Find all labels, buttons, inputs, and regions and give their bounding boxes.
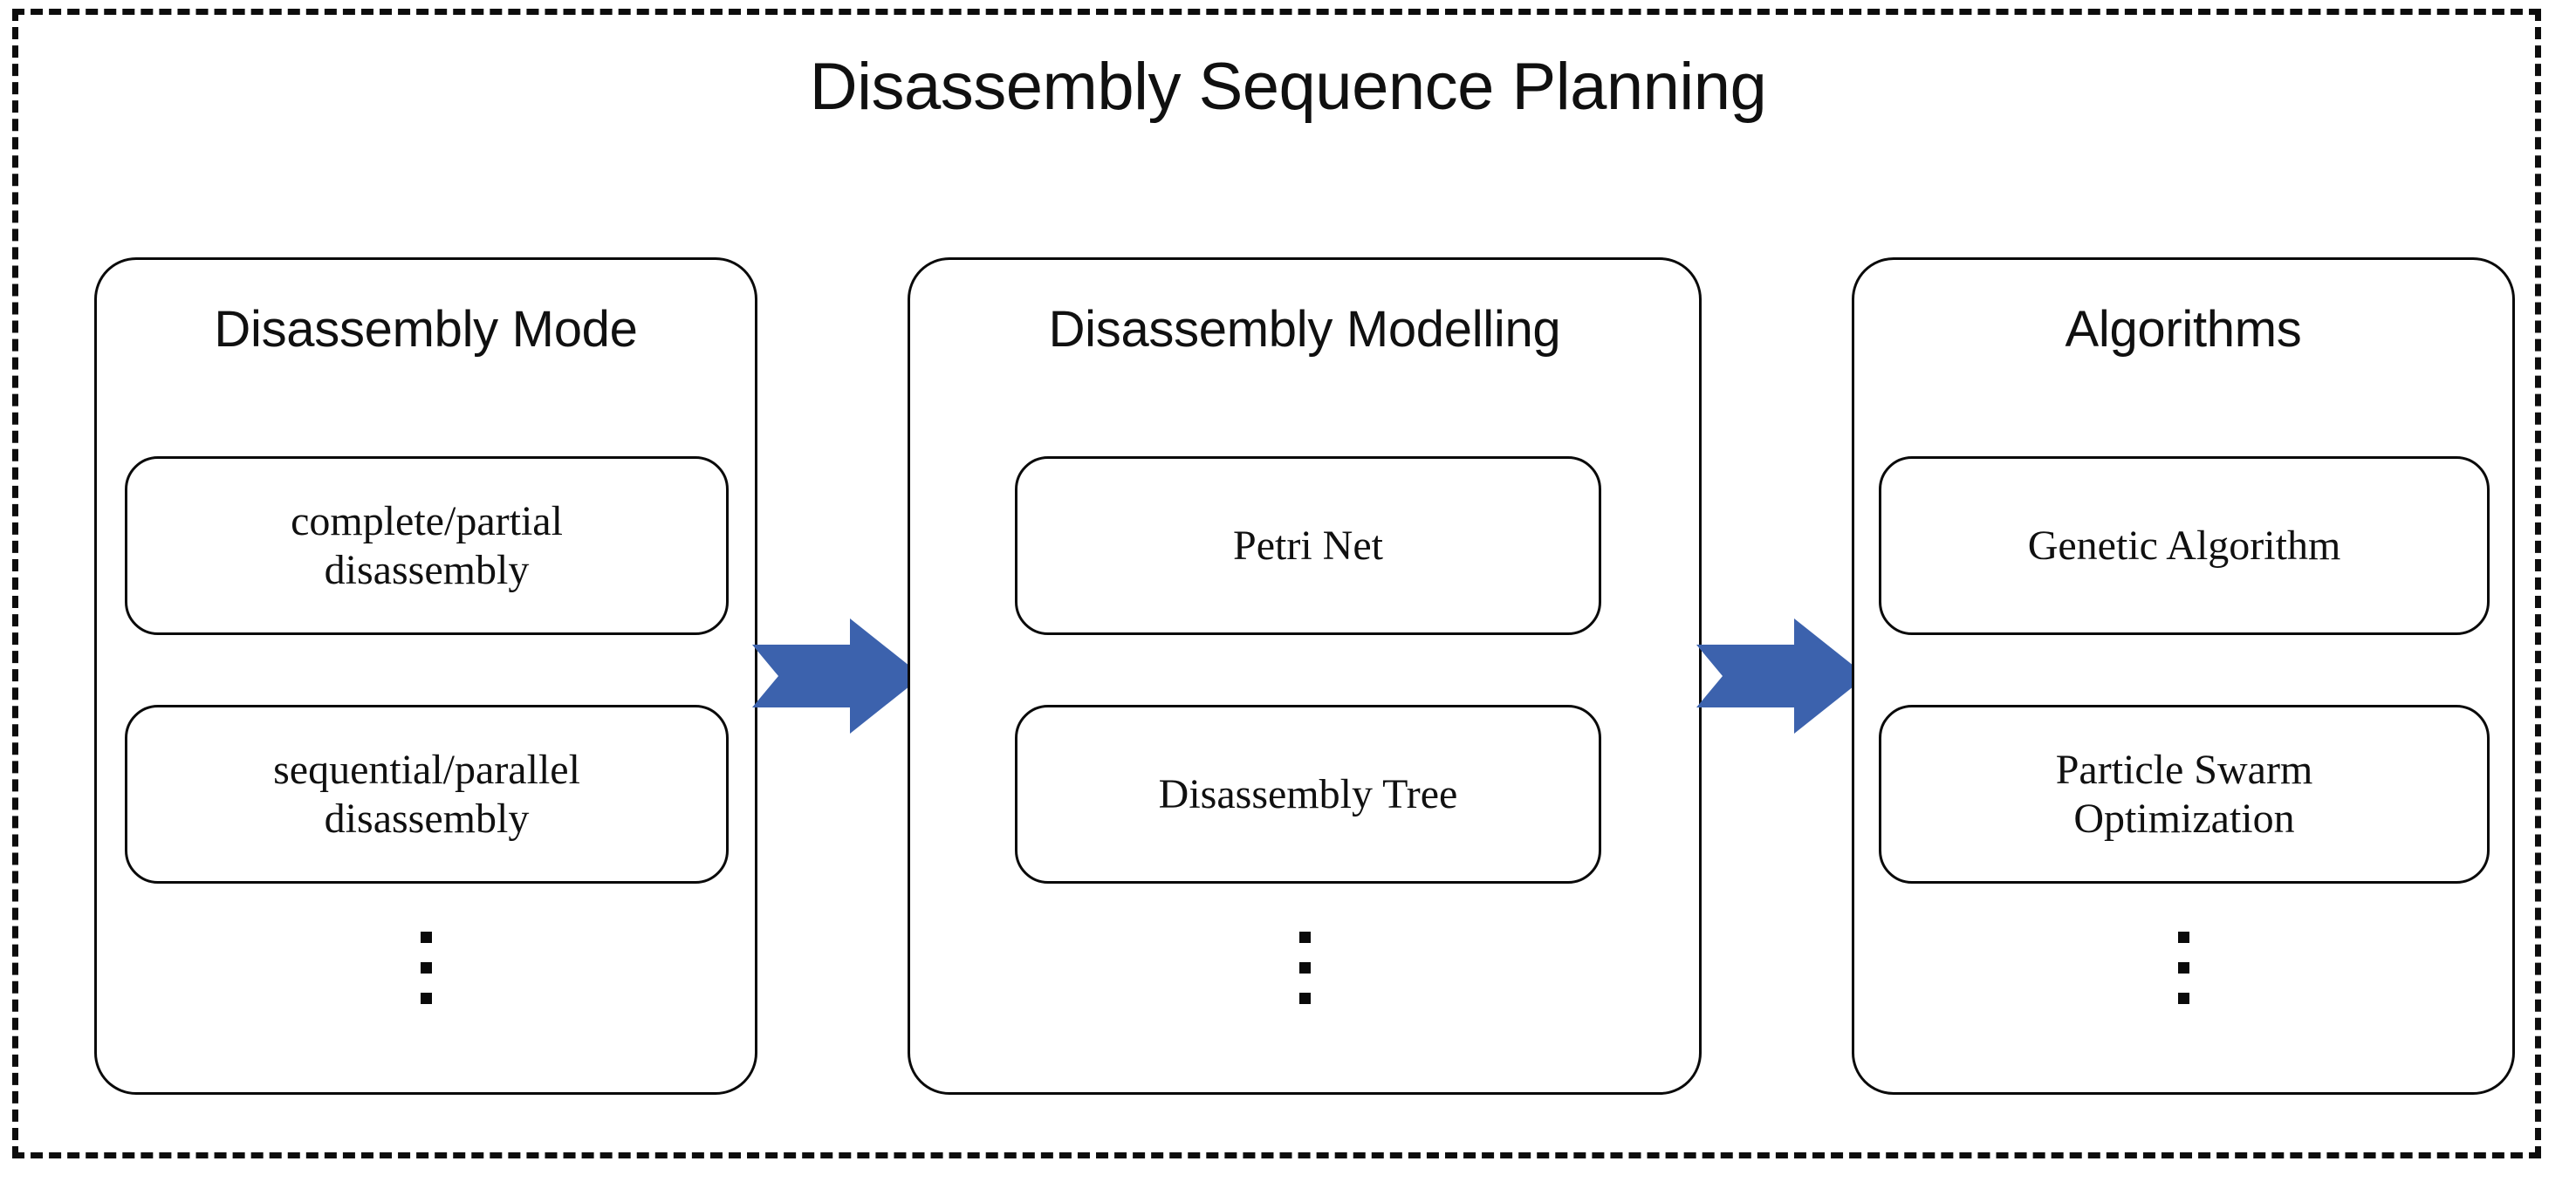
- item-box[interactable]: Particle Swarm Optimization: [1879, 705, 2490, 884]
- stage-disassembly-modelling[interactable]: Disassembly Modelling Petri Net Disassem…: [908, 257, 1702, 1095]
- ellipsis-dot: [1298, 932, 1311, 943]
- vertical-ellipsis-icon: [1854, 932, 2512, 1004]
- item-box[interactable]: sequential/parallel disassembly: [125, 705, 729, 884]
- flow-arrow-right-icon: [752, 618, 922, 734]
- outer-dashed-border: [12, 9, 2541, 1158]
- ellipsis-dot: [2177, 962, 2189, 974]
- ellipsis-dot: [420, 962, 432, 974]
- item-box[interactable]: Petri Net: [1015, 456, 1601, 635]
- flow-arrow-right-icon: [1696, 618, 1867, 734]
- item-label: Genetic Algorithm: [2027, 522, 2341, 569]
- page-title: Disassembly Sequence Planning: [809, 50, 1767, 124]
- item-label: sequential/parallel disassembly: [273, 746, 580, 842]
- item-label: Disassembly Tree: [1158, 770, 1458, 817]
- stage-algorithms[interactable]: Algorithms Genetic Algorithm Particle Sw…: [1852, 257, 2515, 1095]
- item-label: Particle Swarm Optimization: [2055, 746, 2313, 842]
- item-label: Petri Net: [1233, 522, 1383, 569]
- stage-title: Disassembly Modelling: [1048, 301, 1561, 358]
- vertical-ellipsis-icon: [97, 932, 755, 1004]
- ellipsis-dot: [1298, 962, 1311, 974]
- stage-title: Disassembly Mode: [214, 301, 638, 358]
- item-box[interactable]: Disassembly Tree: [1015, 705, 1601, 884]
- item-label: complete/partial disassembly: [291, 497, 563, 593]
- ellipsis-dot: [2177, 993, 2189, 1004]
- item-box[interactable]: complete/partial disassembly: [125, 456, 729, 635]
- ellipsis-dot: [420, 932, 432, 943]
- item-box[interactable]: Genetic Algorithm: [1879, 456, 2490, 635]
- ellipsis-dot: [420, 993, 432, 1004]
- ellipsis-dot: [1298, 993, 1311, 1004]
- stage-title: Algorithms: [2065, 301, 2302, 358]
- stage-disassembly-mode[interactable]: Disassembly Mode complete/partial disass…: [94, 257, 757, 1095]
- vertical-ellipsis-icon: [910, 932, 1699, 1004]
- ellipsis-dot: [2177, 932, 2189, 943]
